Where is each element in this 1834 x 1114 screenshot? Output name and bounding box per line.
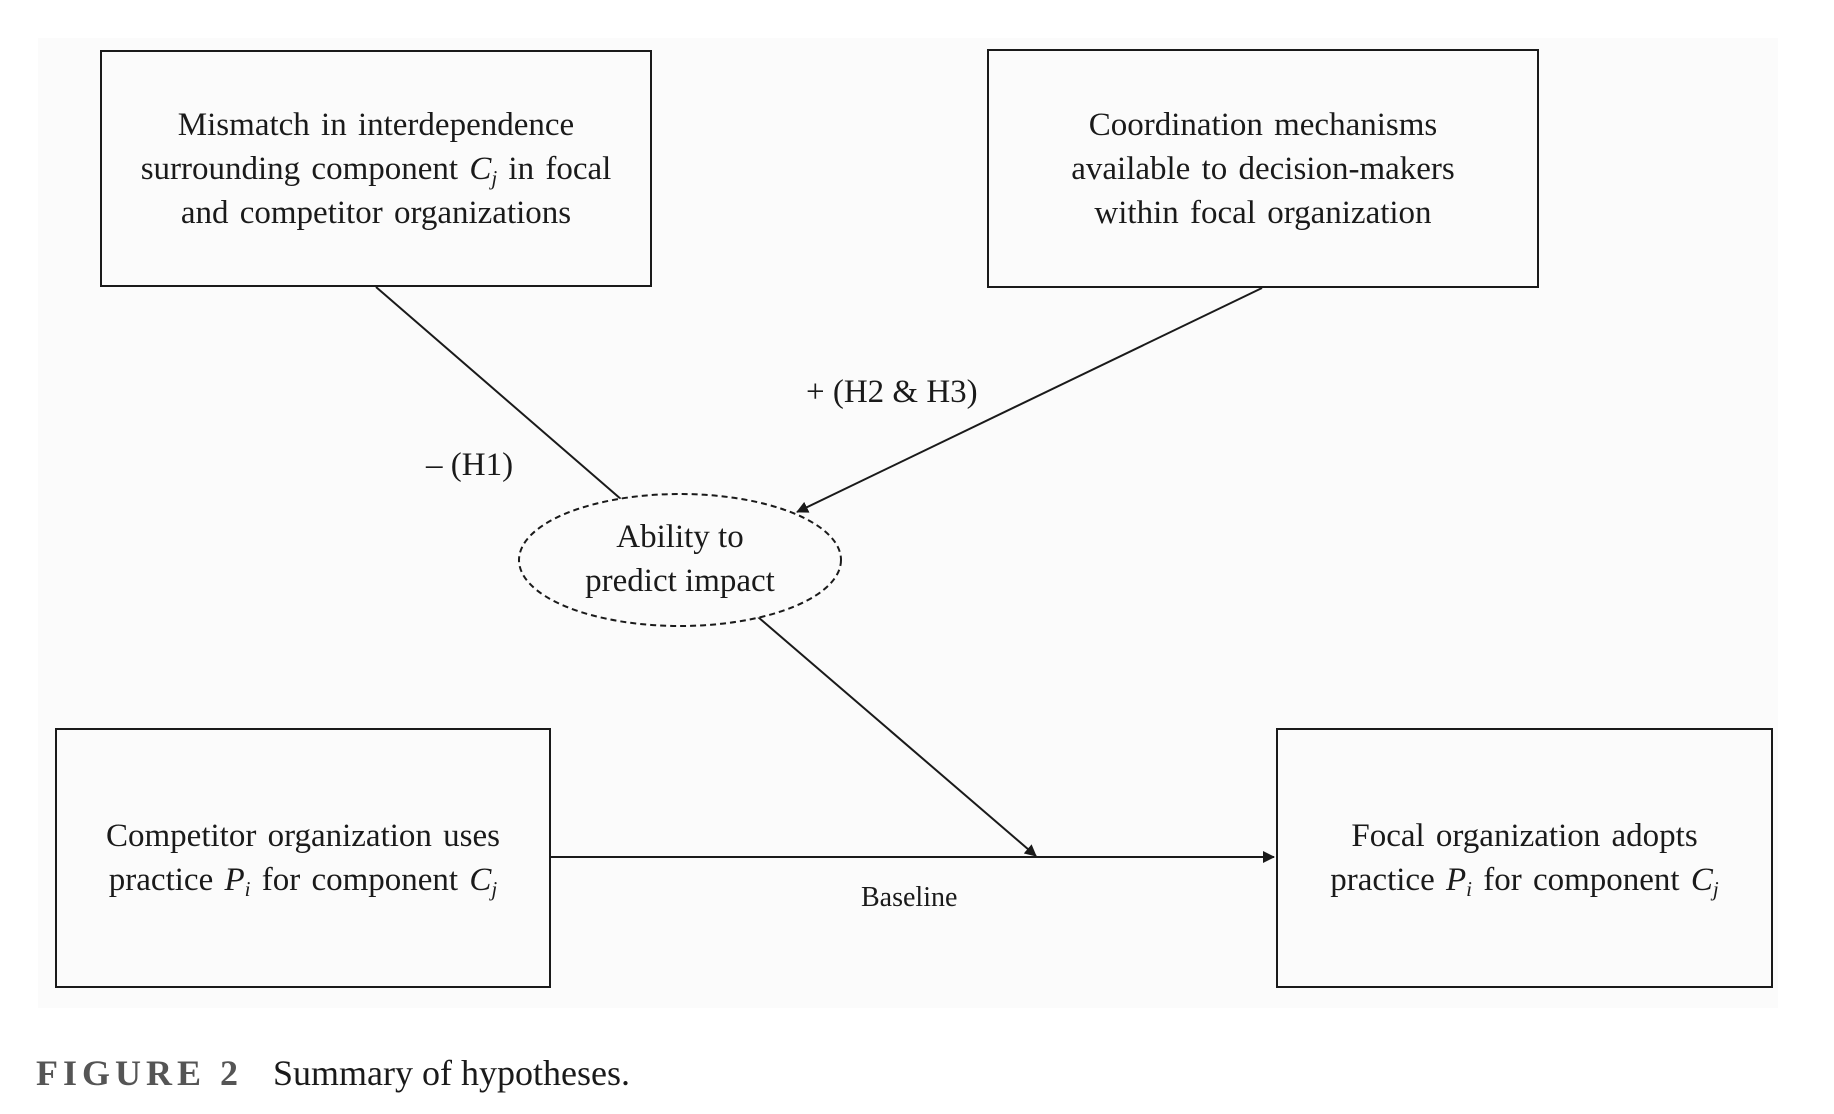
- competitor-node-text: Competitor organization uses practice Pi…: [106, 814, 500, 902]
- edge-baseline-label: Baseline: [861, 882, 958, 913]
- mismatch-line-3: and competitor organizations: [180, 194, 572, 231]
- figure-caption-label: FIGURE 2: [36, 1053, 244, 1093]
- focal-line-2-middle: for component: [1471, 862, 1691, 898]
- focal-line-2-prefix: practice: [1330, 862, 1446, 898]
- focal-line-1: Focal organization adopts: [1351, 818, 1698, 854]
- component-symbol: C: [469, 862, 492, 898]
- practice-symbol: P: [224, 862, 245, 898]
- mismatch-node: Mismatch in interdependence surrounding …: [100, 50, 652, 287]
- figure-caption: FIGURE 2 Summary of hypotheses.: [36, 1051, 630, 1095]
- edge-h1-line: [375, 286, 623, 501]
- focal-node-text: Focal organization adopts practice Pi fo…: [1330, 814, 1718, 902]
- component-subscript: j: [1712, 877, 1719, 901]
- component-variable: Cj: [1690, 862, 1719, 901]
- ability-line-2: predict impact: [585, 563, 775, 599]
- edge-h2h3-label: + (H2 & H3): [806, 374, 978, 410]
- practice-variable: Pi: [1445, 862, 1472, 901]
- component-subscript: j: [491, 877, 498, 901]
- ability-node-text: Ability to predict impact: [520, 515, 840, 603]
- coordination-line-3: within focal organization: [1094, 194, 1432, 231]
- competitor-line-2-middle: for component: [250, 862, 470, 898]
- coordination-line-2: available to decision-makers: [1071, 150, 1455, 187]
- ability-node-ellipse: [518, 493, 842, 627]
- coordination-node-text: Coordination mechanisms available to dec…: [1071, 103, 1455, 235]
- mismatch-line-2-prefix: surrounding component: [140, 150, 470, 187]
- mismatch-line-1: Mismatch in interdependence: [177, 106, 575, 143]
- ability-line-1: Ability to: [616, 519, 744, 555]
- edge-moderation-arrow: [757, 616, 1037, 857]
- component-variable: Cj: [469, 150, 498, 190]
- practice-variable: Pi: [224, 862, 251, 901]
- practice-subscript: i: [244, 877, 251, 901]
- focal-node: Focal organization adopts practice Pi fo…: [1276, 728, 1773, 988]
- practice-subscript: i: [1466, 877, 1472, 901]
- practice-symbol: P: [1445, 862, 1467, 898]
- component-variable: Cj: [469, 862, 498, 901]
- component-subscript: j: [491, 165, 498, 190]
- component-symbol: C: [1690, 862, 1713, 898]
- competitor-line-1: Competitor organization uses: [106, 818, 500, 854]
- mismatch-node-text: Mismatch in interdependence surrounding …: [141, 103, 612, 235]
- competitor-node: Competitor organization uses practice Pi…: [55, 728, 551, 988]
- mismatch-line-2: surrounding component Cj in focal: [141, 147, 612, 191]
- edge-h2h3-arrow: [796, 287, 1263, 513]
- figure-caption-text: Summary of hypotheses.: [273, 1053, 630, 1093]
- mismatch-line-2-suffix: in focal: [497, 150, 612, 187]
- coordination-line-1: Coordination mechanisms: [1088, 106, 1438, 143]
- competitor-line-2-prefix: practice: [108, 862, 225, 898]
- focal-line-2: practice Pi for component Cj: [1330, 858, 1718, 902]
- component-symbol: C: [469, 150, 492, 187]
- competitor-line-2: practice Pi for component Cj: [106, 858, 500, 902]
- edge-h1-label: – (H1): [426, 447, 514, 483]
- coordination-node: Coordination mechanisms available to dec…: [987, 49, 1539, 288]
